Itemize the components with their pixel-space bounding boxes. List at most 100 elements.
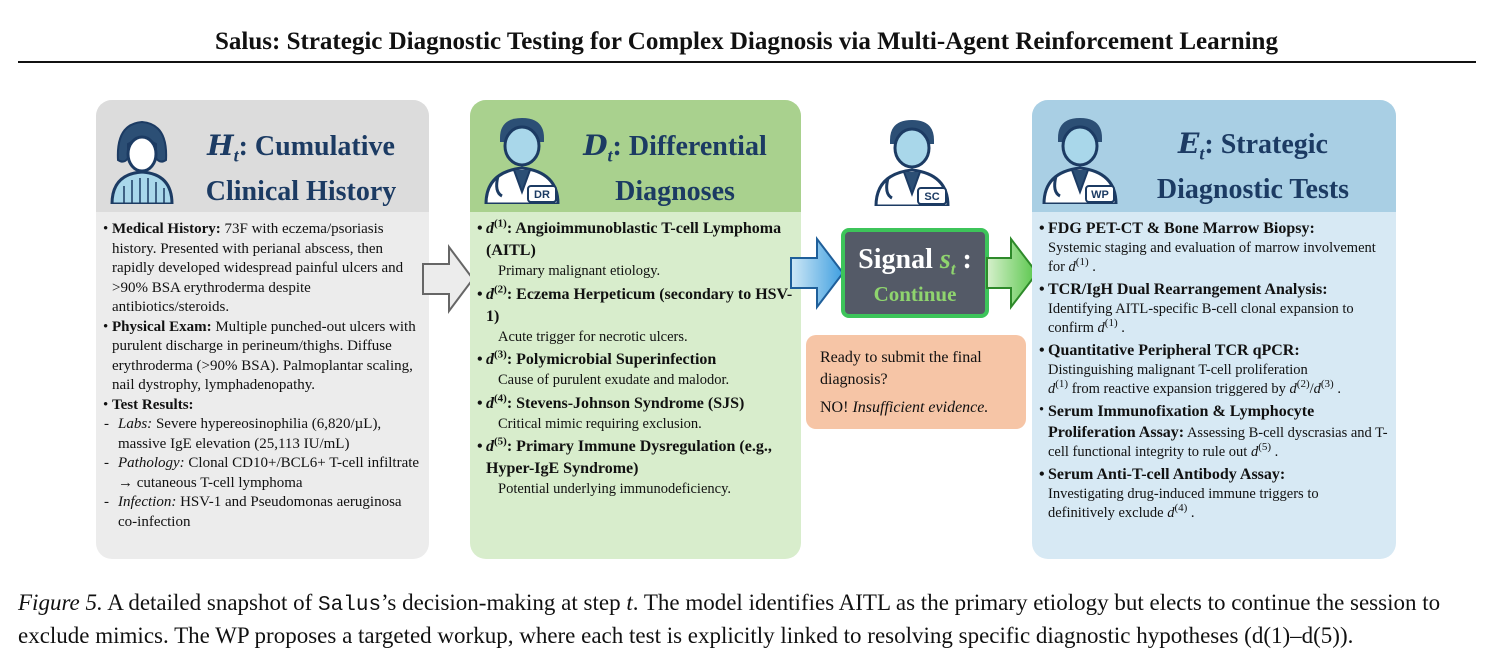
- differential-panel: DR Dt: Differential Diagnoses d(1): Angi…: [470, 100, 801, 559]
- doctor-wp-badge: WP: [1091, 189, 1109, 201]
- diagnosis-5-sup: (5): [494, 435, 507, 448]
- test-5-text: Investigating drug-induced immune trigge…: [1048, 486, 1319, 521]
- history-symbol: H: [207, 129, 234, 162]
- test-4-dot: .: [1271, 444, 1279, 460]
- physical-exam-label: Physical Exam:: [112, 318, 212, 335]
- diagnosis-2-symbol: d: [486, 285, 494, 303]
- pathology-text: Clonal CD10+/BCL6+ T-cell infiltrate → c…: [118, 455, 420, 491]
- diagnosis-5-head: d(5): Primary Immune Dysregulation (e.g.…: [477, 435, 793, 480]
- doctor-sc-badge: SC: [924, 191, 939, 203]
- history-title-line1: : Cumulative: [238, 131, 395, 162]
- doctor-dr-badge: DR: [534, 189, 550, 201]
- diagnosis-1-name: : Angioimmunoblastic T-cell Lymphoma (AI…: [486, 220, 782, 259]
- differential-body: d(1): Angioimmunoblastic T-cell Lymphoma…: [470, 212, 801, 506]
- diagnosis-3-head: d(3): Polymicrobial Superinfection: [477, 349, 793, 371]
- diagnosis-3-symbol: d: [486, 351, 494, 368]
- diagnosis-item-4: d(4): Stevens-Johnson Syndrome (SJS) Cri…: [477, 392, 793, 435]
- test-2-text: Identifying AITL-specific B-cell clonal …: [1048, 301, 1354, 336]
- pathology-item: Pathology: Clonal CD10+/BCL6+ T-cell inf…: [104, 454, 421, 493]
- signal-symbol: s: [939, 244, 951, 275]
- diagnosis-4-name: : Stevens-Johnson Syndrome (SJS): [506, 394, 745, 412]
- doctor-sc-icon: SC: [874, 120, 950, 206]
- test-3-sup2: (2): [1296, 378, 1310, 391]
- tests-body: FDG PET-CT & Bone Marrow Biopsy: Systemi…: [1032, 212, 1396, 529]
- diagnosis-1-symbol: d: [486, 220, 494, 237]
- test-item-4: Serum Immunofixation & Lymphocyte Prolif…: [1039, 401, 1388, 462]
- infection-text: HSV-1 and Pseudomonas aeruginosa co-infe…: [118, 494, 402, 530]
- labs-text: Severe hypereosinophilia (6,820/µL), mas…: [118, 416, 382, 452]
- test-3-head: Quantitative Peripheral TCR qPCR:: [1039, 340, 1388, 361]
- diagnosis-2-sup: (2): [494, 283, 507, 296]
- test-3-sup1: (1): [1055, 378, 1069, 391]
- answer-reason: Insufficient evidence.: [852, 399, 989, 416]
- signal-subscript: t: [950, 259, 956, 279]
- diagnosis-5-name: : Primary Immune Dysregulation (e.g., Hy…: [486, 438, 772, 477]
- page-title: Salus: Strategic Diagnostic Testing for …: [215, 28, 1278, 55]
- test-1-dot: .: [1088, 259, 1096, 275]
- diagnosis-5-symbol: d: [486, 438, 494, 455]
- caption-fig: Figure 5.: [18, 590, 103, 615]
- test-item-2: TCR/IgH Dual Rearrangement Analysis: Ide…: [1039, 279, 1388, 338]
- history-title: Ht: Cumulative Clinical History: [191, 128, 411, 210]
- diagnosis-4-head: d(4): Stevens-Johnson Syndrome (SJS): [477, 392, 793, 415]
- test-1-detail: Systemic staging and evaluation of marro…: [1040, 239, 1388, 277]
- arrow-signal-to-tests: [986, 236, 1039, 310]
- signal-box: Signal st : Continue: [841, 228, 989, 318]
- physical-exam-item: Physical Exam: Multiple punched-out ulce…: [103, 318, 421, 396]
- diagnosis-3-detail: Cause of purulent exudate and malodor.: [498, 372, 730, 388]
- test-3-text-a: Distinguishing malignant T-cell prolifer…: [1048, 362, 1308, 378]
- history-header: Ht: Cumulative Clinical History: [96, 100, 429, 212]
- signal-colon: :: [955, 244, 972, 275]
- caption-step: t: [626, 590, 633, 615]
- signal-word: Signal: [858, 244, 940, 275]
- diagnosis-item-1: d(1): Angioimmunoblastic T-cell Lymphoma…: [477, 218, 793, 282]
- test-5-detail: Investigating drug-induced immune trigge…: [1040, 485, 1388, 523]
- signal-line: Signal st :: [845, 244, 985, 280]
- answer-no: NO!: [820, 399, 853, 416]
- test-3-text-b: from reactive expansion triggered by: [1068, 381, 1290, 397]
- medical-history-label: Medical History:: [112, 221, 221, 237]
- test-item-1: FDG PET-CT & Bone Marrow Biopsy: Systemi…: [1039, 218, 1388, 277]
- diagnosis-item-3: d(3): Polymicrobial Superinfection Cause…: [477, 349, 793, 391]
- caption-text-b: ’s decision-making at step: [381, 590, 627, 615]
- physical-exam-text: Multiple punched-out ulcers with purulen…: [112, 318, 416, 394]
- test-1-head: FDG PET-CT & Bone Marrow Biopsy:: [1039, 218, 1388, 239]
- diagnosis-4-symbol: d: [486, 394, 494, 412]
- differential-title: Dt: Differential Diagnoses: [570, 128, 780, 210]
- labs-label: Labs:: [118, 416, 153, 432]
- test-3-dot: .: [1333, 381, 1341, 397]
- test-item-5: Serum Anti-T-cell Antibody Assay: Invest…: [1039, 464, 1388, 523]
- diagnosis-2-detail: Acute trigger for necrotic ulcers.: [498, 328, 688, 345]
- test-1-sup: (1): [1075, 256, 1089, 269]
- test-2-detail: Identifying AITL-specific B-cell clonal …: [1040, 300, 1388, 338]
- test-4-block: Serum Immunofixation & Lymphocyte Prolif…: [1039, 401, 1388, 462]
- history-panel: Ht: Cumulative Clinical History Medical …: [96, 100, 429, 559]
- differential-symbol: D: [583, 129, 608, 162]
- diagnosis-4-sup: (4): [494, 392, 507, 405]
- patient-icon: [110, 120, 174, 204]
- labs-item: Labs: Severe hypereosinophilia (6,820/µL…: [104, 415, 421, 454]
- medical-history-text: 73F with eczema/psoriasis history. Prese…: [112, 221, 404, 315]
- diagnosis-3-name: : Polymicrobial Superinfection: [506, 351, 717, 368]
- test-3-d3: d: [1313, 381, 1321, 397]
- tests-header: WP Et: Strategic Diagnostic Tests: [1032, 100, 1396, 212]
- infection-label: Infection:: [118, 494, 177, 510]
- differential-header: DR Dt: Differential Diagnoses: [470, 100, 801, 212]
- diagnosis-2-head: d(2): Eczema Herpeticum (secondary to HS…: [477, 283, 793, 328]
- arrow-history-to-diff: [422, 244, 475, 314]
- diagnosis-4-detail: Critical mimic requiring exclusion.: [498, 415, 702, 432]
- test-3-sup3: (3): [1320, 378, 1334, 391]
- history-subscript: t: [233, 145, 239, 166]
- test-5-d: d: [1167, 505, 1175, 521]
- test-3-detail: Distinguishing malignant T-cell prolifer…: [1040, 361, 1388, 399]
- diagnosis-2-name: : Eczema Herpeticum (secondary to HSV-1): [486, 285, 793, 325]
- differential-title-line1: : Differential: [612, 131, 767, 162]
- doctor-dr-icon: DR: [484, 118, 560, 204]
- test-2-head: TCR/IgH Dual Rearrangement Analysis:: [1039, 279, 1388, 300]
- test-4-text: Assessing B-cell dyscrasias and T-cell f…: [1048, 425, 1388, 460]
- caption-text-a: A detailed snapshot of: [102, 590, 319, 615]
- medical-history-item: Medical History: 73F with eczema/psorias…: [103, 220, 421, 318]
- test-2-dot: .: [1117, 320, 1125, 336]
- diagnosis-5-detail: Potential underlying immunodeficiency.: [498, 481, 732, 497]
- test-4-sup: (5): [1258, 441, 1272, 454]
